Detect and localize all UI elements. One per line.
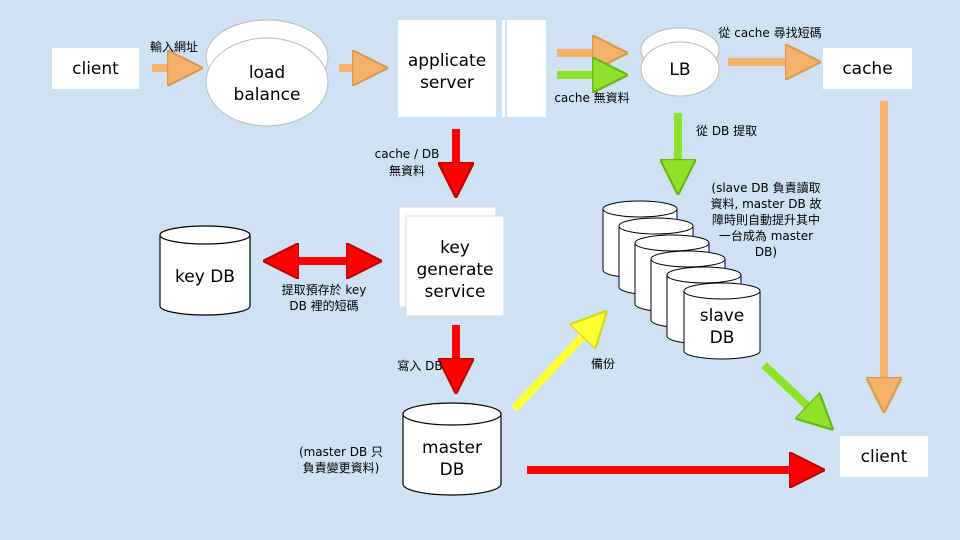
arrows bbox=[152, 53, 884, 470]
slave-db-stack: slave DB bbox=[602, 200, 761, 360]
slave-db-label-line2: DB bbox=[710, 328, 735, 348]
arrow-slave-db-to-client bbox=[761, 362, 828, 425]
slave-note-line1: (slave DB 負責讀取 bbox=[711, 181, 820, 195]
master-note-line2: 負責變更資料) bbox=[303, 460, 380, 475]
app-server-label-line2: server bbox=[420, 73, 474, 93]
client-top-node: client bbox=[52, 48, 139, 89]
load-balance-label-line1: load bbox=[249, 63, 285, 83]
app-server-label-line1: applicate bbox=[408, 51, 486, 71]
master-db-node: master DB bbox=[402, 402, 502, 496]
label-backup: 備份 bbox=[591, 356, 615, 371]
label-cache-db-miss-line1: cache / DB bbox=[375, 147, 440, 161]
slave-note-line2: 資料, master DB 故 bbox=[710, 196, 821, 211]
label-cache-miss: cache 無資料 bbox=[554, 90, 629, 105]
master-db-label-line2: DB bbox=[440, 460, 465, 480]
load-balance-node: load balance bbox=[205, 19, 329, 127]
cache-label: cache bbox=[842, 59, 892, 79]
label-fetch-from-db: 從 DB 提取 bbox=[696, 123, 757, 138]
slave-db-cylinder-front bbox=[683, 282, 761, 360]
client-bottom-label: client bbox=[861, 447, 908, 467]
arrow-master-to-slave-backup bbox=[511, 316, 602, 412]
label-prestored-line2: DB 裡的短碼 bbox=[289, 298, 358, 313]
slave-note-line3: 障時則自動提升其中 bbox=[712, 212, 820, 227]
client-bottom-node: client bbox=[840, 436, 928, 477]
lb-node: LB bbox=[640, 27, 720, 97]
kgs-label-line2: generate bbox=[416, 260, 493, 280]
lb-label: LB bbox=[669, 60, 690, 80]
key-db-label: key DB bbox=[175, 267, 235, 287]
label-cache-db-miss-line2: 無資料 bbox=[389, 163, 425, 178]
slave-note-line5: DB) bbox=[755, 245, 777, 259]
client-top-label: client bbox=[72, 59, 119, 79]
cache-node: cache bbox=[823, 48, 912, 89]
load-balance-label-line2: balance bbox=[234, 85, 301, 105]
label-prestored-line1: 提取預存於 key bbox=[282, 282, 367, 297]
label-find-in-cache: 從 cache 尋找短碼 bbox=[718, 26, 821, 40]
key-generate-service-node: key generate service bbox=[398, 206, 505, 317]
master-note-line1: (master DB 只 bbox=[299, 445, 383, 459]
label-input-url: 輸入網址 bbox=[150, 39, 198, 54]
slave-db-label-line1: slave bbox=[700, 306, 745, 326]
application-server-node: applicate server bbox=[398, 20, 546, 117]
key-db-node: key DB bbox=[159, 225, 251, 316]
slave-note-line4: 一台成為 master bbox=[719, 228, 813, 243]
kgs-label-line1: key bbox=[440, 238, 470, 258]
master-db-label-line1: master bbox=[422, 438, 482, 458]
label-write-db: 寫入 DB bbox=[397, 358, 442, 373]
kgs-label-line3: service bbox=[425, 282, 486, 302]
